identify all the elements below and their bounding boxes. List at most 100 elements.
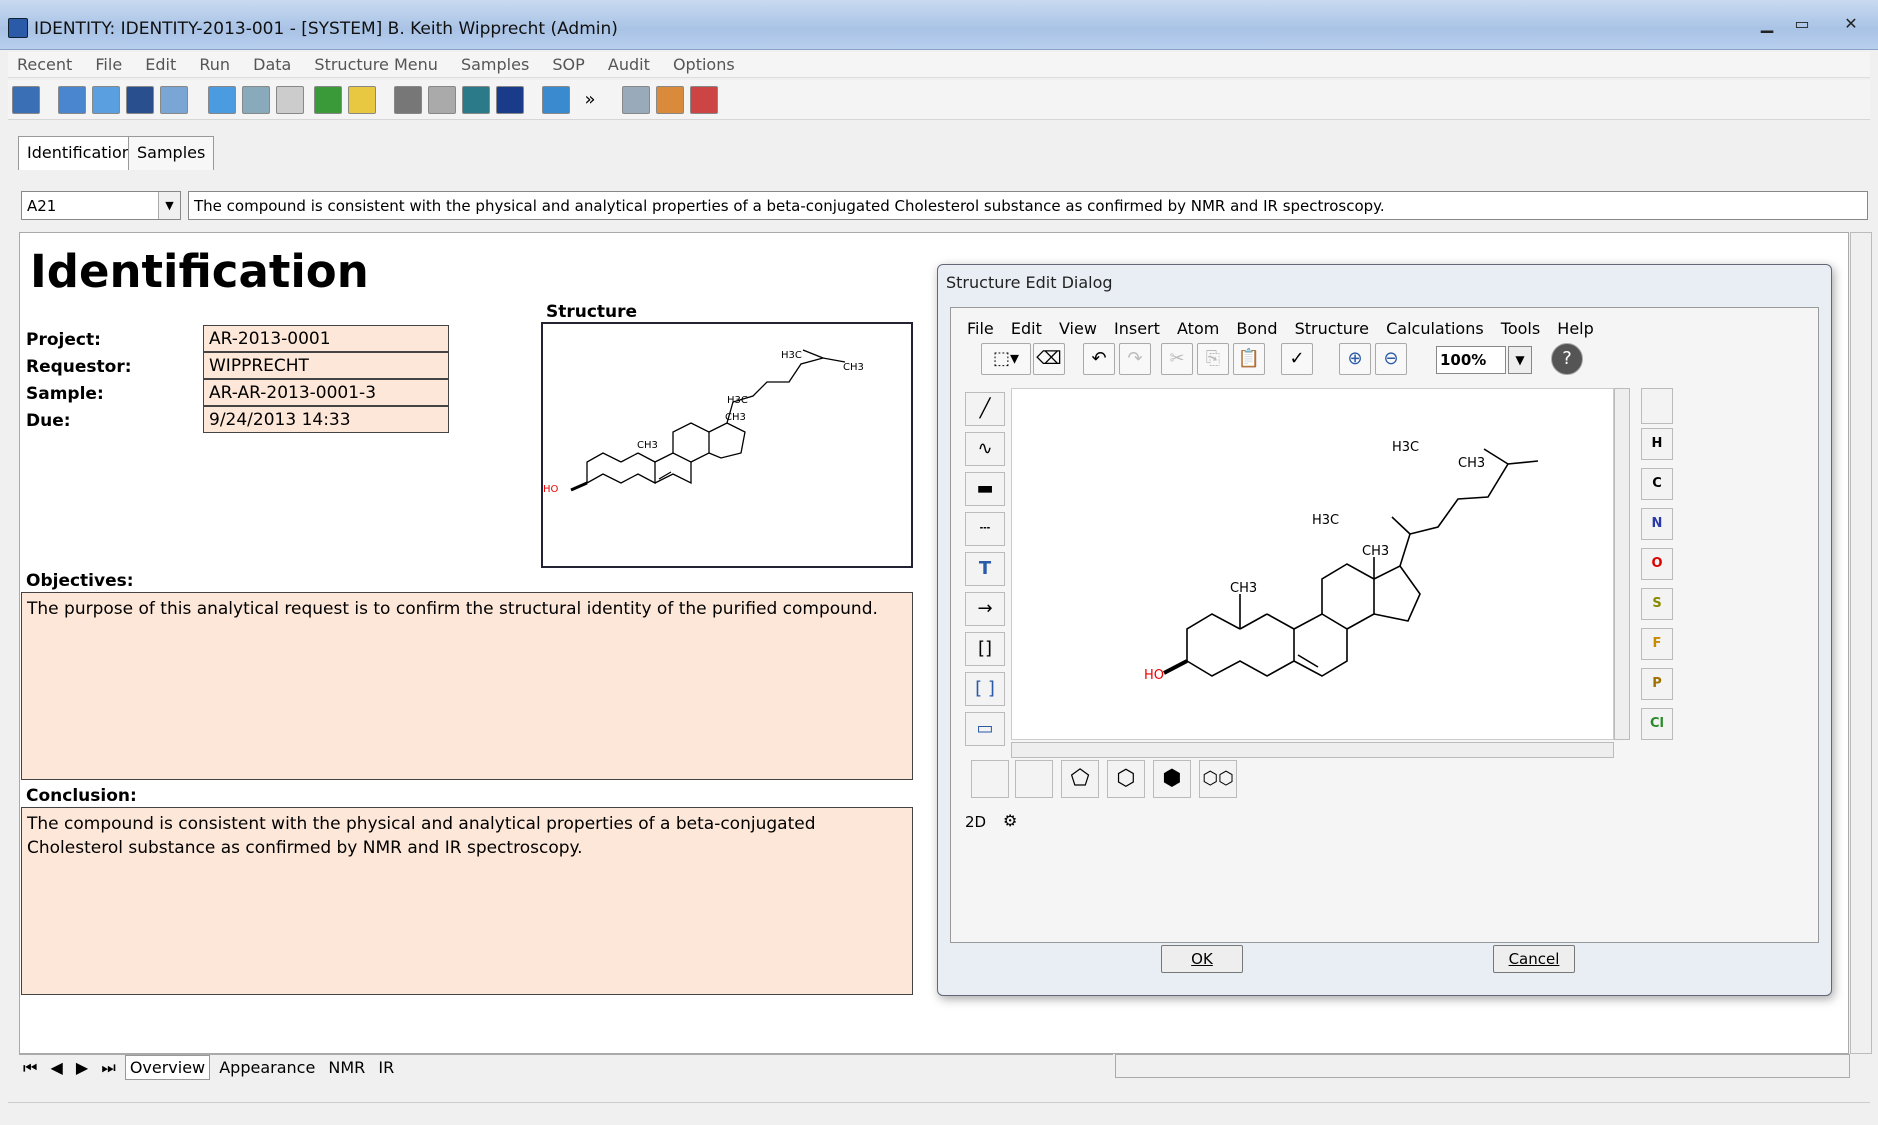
- hexagon-icon[interactable]: ⬡: [1107, 760, 1145, 798]
- copy-icon[interactable]: [314, 86, 342, 114]
- sheet-tab-overview[interactable]: Overview: [124, 1055, 211, 1080]
- canvas-horizontal-scrollbar[interactable]: [1011, 742, 1614, 758]
- cut-icon[interactable]: ✂: [1161, 343, 1193, 375]
- more-icon[interactable]: »: [576, 86, 604, 114]
- structure-preview[interactable]: HO CH3 CH3 H3C H3C CH3: [541, 322, 913, 568]
- single-bond-tool-icon[interactable]: ╱: [965, 392, 1005, 426]
- cancel-button[interactable]: Cancel: [1493, 945, 1575, 973]
- dmenu-file[interactable]: File: [967, 319, 994, 338]
- zoom-chevron-down-icon[interactable]: ▼: [1508, 346, 1532, 374]
- add-icon[interactable]: [208, 86, 236, 114]
- check-in-icon[interactable]: [58, 86, 86, 114]
- first-sheet-icon[interactable]: ⏮: [23, 1058, 38, 1077]
- dmenu-structure[interactable]: Structure: [1294, 319, 1369, 338]
- canvas-vertical-scrollbar[interactable]: [1614, 388, 1630, 740]
- image-icon[interactable]: [242, 86, 270, 114]
- arrow-tool-icon[interactable]: →: [965, 592, 1005, 626]
- periodic-table-icon[interactable]: [1641, 388, 1673, 424]
- atom-n-button[interactable]: N: [1641, 508, 1673, 540]
- summary-field[interactable]: The compound is consistent with the phys…: [188, 191, 1868, 220]
- atom-s-button[interactable]: S: [1641, 588, 1673, 620]
- delete-icon[interactable]: [690, 86, 718, 114]
- menu-file[interactable]: File: [95, 55, 123, 74]
- objectives-field[interactable]: The purpose of this analytical request i…: [21, 592, 913, 780]
- sheet-tab-nmr[interactable]: NMR: [328, 1058, 366, 1077]
- cyclobutane-icon[interactable]: [971, 760, 1009, 798]
- attach-icon[interactable]: [276, 86, 304, 114]
- sheet-tab-appearance[interactable]: Appearance: [219, 1058, 316, 1077]
- maximize-icon[interactable]: ▭: [1794, 14, 1810, 33]
- window-icon[interactable]: [622, 86, 650, 114]
- menu-structure[interactable]: Structure Menu: [314, 55, 438, 74]
- barcode-icon[interactable]: [394, 86, 422, 114]
- naphthalene-icon[interactable]: ⬡⬡: [1199, 760, 1237, 798]
- clean-2d-icon[interactable]: ⚙: [1003, 811, 1018, 830]
- bracket-tool-icon[interactable]: [ ]: [965, 672, 1005, 706]
- tab-identification[interactable]: Identification: [18, 136, 141, 170]
- paste-icon[interactable]: 📋: [1233, 343, 1265, 375]
- dmenu-insert[interactable]: Insert: [1114, 319, 1160, 338]
- zoom-input[interactable]: 100%: [1436, 346, 1506, 374]
- conclusion-field[interactable]: The compound is consistent with the phys…: [21, 807, 913, 995]
- atom-p-button[interactable]: P: [1641, 668, 1673, 700]
- repeat-bracket-icon[interactable]: []: [965, 632, 1005, 666]
- atom-cl-button[interactable]: Cl: [1641, 708, 1673, 740]
- dmenu-atom[interactable]: Atom: [1177, 319, 1220, 338]
- select-tool-icon[interactable]: ⬚▾: [981, 343, 1031, 375]
- screen-icon[interactable]: [496, 86, 524, 114]
- chain-tool-icon[interactable]: ∿: [965, 432, 1005, 466]
- atom-h-button[interactable]: H: [1641, 428, 1673, 460]
- ok-button[interactable]: OK: [1161, 945, 1243, 973]
- horizontal-scrollbar[interactable]: [1115, 1054, 1850, 1078]
- close-icon[interactable]: ✕: [1844, 14, 1858, 33]
- menu-run[interactable]: Run: [199, 55, 231, 74]
- menu-data[interactable]: Data: [253, 55, 292, 74]
- project-field[interactable]: AR-2013-0001: [203, 325, 449, 352]
- export-icon[interactable]: [462, 86, 490, 114]
- vertical-scrollbar[interactable]: [1850, 232, 1872, 1054]
- zoom-out-icon[interactable]: ⊖: [1375, 343, 1407, 375]
- exit-icon[interactable]: [12, 86, 40, 114]
- section-select[interactable]: A21 ▼: [21, 191, 181, 220]
- hash-bond-tool-icon[interactable]: ┄: [965, 512, 1005, 546]
- help-icon[interactable]: ?: [1551, 343, 1583, 375]
- report-icon[interactable]: [428, 86, 456, 114]
- atom-c-button[interactable]: C: [1641, 468, 1673, 500]
- tab-samples[interactable]: Samples: [128, 136, 215, 170]
- pentagon-icon[interactable]: ⬠: [1061, 760, 1099, 798]
- arrow-icon[interactable]: [92, 86, 120, 114]
- due-field[interactable]: 9/24/2013 14:33: [203, 406, 449, 433]
- sheet-tab-ir[interactable]: IR: [378, 1058, 395, 1077]
- dmenu-edit[interactable]: Edit: [1010, 319, 1042, 338]
- prev-sheet-icon[interactable]: ◀: [50, 1058, 63, 1077]
- search-icon[interactable]: [160, 86, 188, 114]
- menu-recent[interactable]: Recent: [17, 55, 73, 74]
- refresh-icon[interactable]: [542, 86, 570, 114]
- tools-icon[interactable]: [656, 86, 684, 114]
- edit-icon[interactable]: [348, 86, 376, 114]
- menu-edit[interactable]: Edit: [145, 55, 177, 74]
- menu-samples[interactable]: Samples: [460, 55, 530, 74]
- menu-sop[interactable]: SOP: [552, 55, 585, 74]
- save-icon[interactable]: [126, 86, 154, 114]
- dmenu-help[interactable]: Help: [1557, 319, 1594, 338]
- benzene-icon[interactable]: ⬢: [1153, 760, 1191, 798]
- wedge-bond-tool-icon[interactable]: ▬: [965, 472, 1005, 506]
- sample-field[interactable]: AR-AR-2013-0001-3: [203, 379, 449, 406]
- clean-icon[interactable]: ✓: [1281, 343, 1313, 375]
- eraser-icon[interactable]: ⌫: [1033, 343, 1065, 375]
- zoom-in-icon[interactable]: ⊕: [1339, 343, 1371, 375]
- dmenu-calculations[interactable]: Calculations: [1386, 319, 1484, 338]
- drawing-canvas[interactable]: HO CH3 CH3 H3C H3C CH3: [1011, 388, 1614, 740]
- undo-icon[interactable]: ↶: [1083, 343, 1115, 375]
- last-sheet-icon[interactable]: ⏭: [101, 1058, 116, 1077]
- atom-f-button[interactable]: F: [1641, 628, 1673, 660]
- dmenu-tools[interactable]: Tools: [1500, 319, 1541, 338]
- redo-icon[interactable]: ↷: [1119, 343, 1151, 375]
- text-tool-icon[interactable]: T: [965, 552, 1005, 586]
- chevron-down-icon[interactable]: ▼: [158, 192, 180, 219]
- copy-icon[interactable]: ⎘: [1197, 343, 1229, 375]
- menu-audit[interactable]: Audit: [607, 55, 650, 74]
- requestor-field[interactable]: WIPPRECHT: [203, 352, 449, 379]
- menu-options[interactable]: Options: [672, 55, 735, 74]
